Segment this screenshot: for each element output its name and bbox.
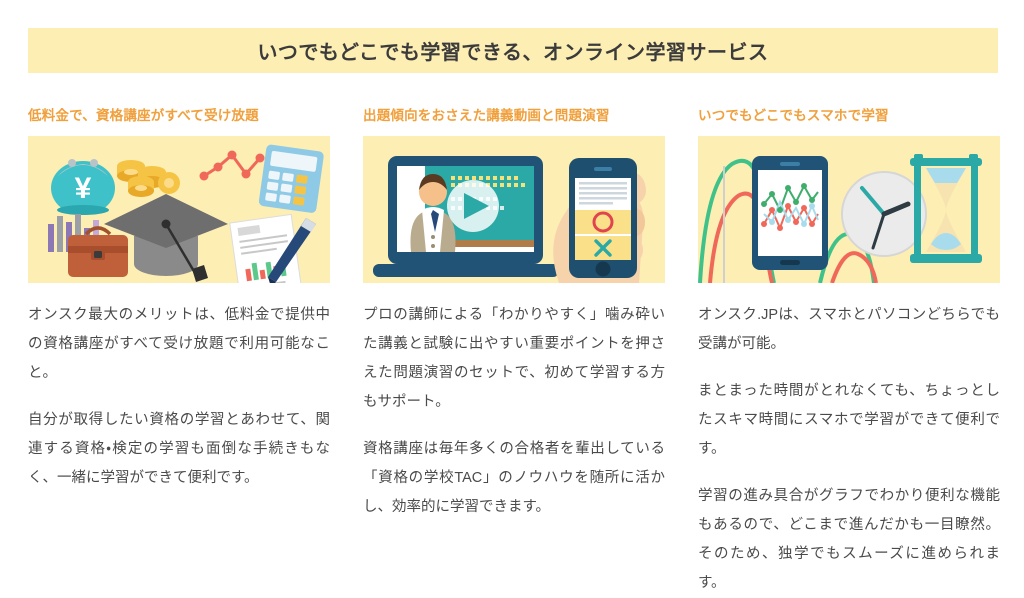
feature-column-2: 出題傾向をおさえた講義動画と問題演習 (363, 104, 665, 598)
anytime-anywhere-illustration (698, 136, 1000, 283)
coin-stack-icon (117, 160, 180, 197)
svg-text:¥: ¥ (75, 172, 92, 205)
feature-paragraph: オンスク最大のメリットは、低料金で提供中の資格講座がすべて受け放題で利用可能なこ… (28, 307, 330, 381)
feature-body-1: オンスク最大のメリットは、低料金で提供中の資格講座がすべて受け放題で利用可能なこ… (28, 301, 330, 493)
feature-body-3: オンスク.JPは、スマホとパソコンどちらでも受講が可能。 まとまった時間がとれな… (698, 301, 1000, 598)
study-cost-illustration: ¥ (28, 136, 330, 283)
feature-heading-3: いつでもどこでもスマホで学習 (698, 108, 889, 123)
play-button-icon (447, 180, 499, 232)
feature-heading-1: 低料金で、資格講座がすべて受け放題 (28, 108, 259, 123)
video-lecture-illustration (363, 136, 665, 283)
coin-purse-icon: ¥ (51, 159, 115, 215)
cross-answer-icon (594, 239, 612, 257)
feature-heading-2: 出題傾向をおさえた講義動画と問題演習 (363, 108, 610, 123)
feature-paragraph: プロの講師による「わかりやすく」噛み砕いた講義と試験に出やすい重要ポイントを押さ… (363, 307, 665, 410)
graduation-cap-icon (104, 194, 228, 282)
page-title: いつでもどこでも学習できる、オンライン学習サービス (257, 42, 769, 64)
feature-paragraph: 自分が取得したい資格の学習とあわせて、関連する資格・検定の学習も面倒な手続きもな… (28, 412, 330, 486)
feature-columns: 低料金で、資格講座がすべて受け放題 ¥ (28, 104, 1000, 598)
feature-paragraph: まとまった時間がとれなくても、ちょっとしたスキマ時間にスマホで学習ができて便利で… (698, 383, 1000, 457)
calculator-icon (258, 144, 324, 213)
feature-column-3: いつでもどこでもスマホで学習 (698, 104, 1000, 598)
line-chart-icon (199, 150, 265, 181)
briefcase-icon (68, 226, 128, 277)
page-title-banner: いつでもどこでも学習できる、オンライン学習サービス (28, 28, 998, 73)
feature-body-2: プロの講師による「わかりやすく」噛み砕いた講義と試験に出やすい重要ポイントを押さ… (363, 301, 665, 522)
text-lines (579, 182, 627, 205)
feature-column-1: 低料金で、資格講座がすべて受け放題 ¥ (28, 104, 330, 598)
pen-icon (268, 218, 316, 283)
clock-icon (841, 171, 927, 257)
feature-paragraph: 学習の進み具合がグラフでわかり便利な機能もあるので、どこまで進んだかも一目瞭然。… (698, 488, 1000, 591)
feature-paragraph: 資格講座は毎年多くの合格者を輩出している「資格の学校TAC」のノウハウを随所に活… (363, 441, 665, 515)
laptop-icon (373, 156, 559, 277)
tablet-icon (752, 156, 828, 270)
smartphone-icon (569, 158, 637, 278)
feature-paragraph: オンスク.JPは、スマホとパソコンどちらでも受講が可能。 (698, 307, 1000, 352)
instructor-figure (410, 174, 456, 252)
hourglass-icon (910, 154, 982, 263)
